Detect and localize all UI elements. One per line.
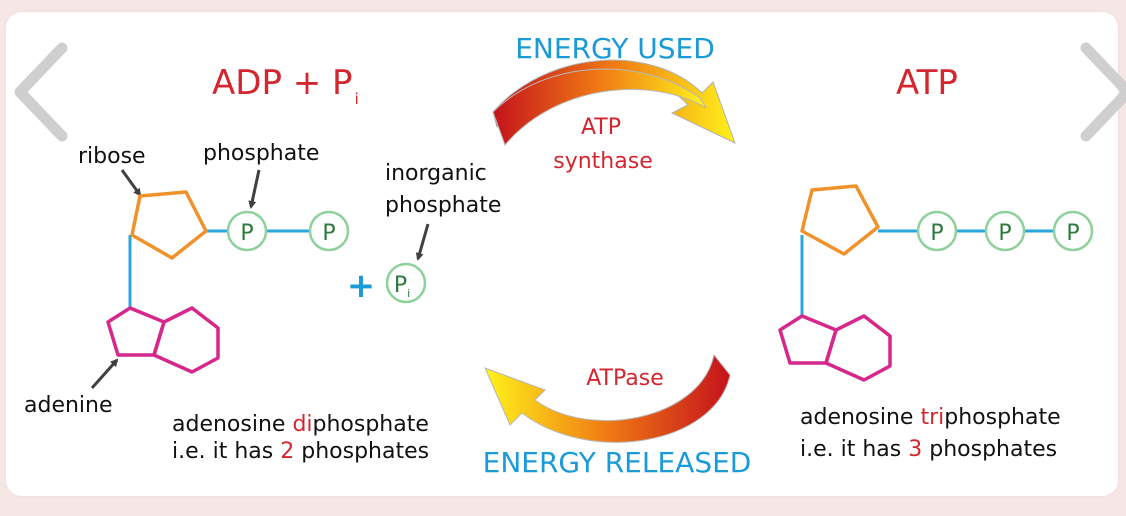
- phosphate-pointer-arrow: [248, 169, 261, 209]
- left-phosphate-2-label: P: [322, 221, 335, 246]
- left-phosphate-2: P: [308, 210, 350, 252]
- right-adenine-rings: [778, 314, 892, 382]
- energy-used-label: ENERGY USED: [515, 32, 715, 65]
- right-caption-line1-post: phosphate: [944, 405, 1060, 430]
- left-caption-line1: adenosine diphosphate: [172, 412, 429, 437]
- label-inorganic-phosphate: phosphate: [385, 193, 501, 218]
- left-caption-line2: i.e. it has 2 phosphates: [172, 439, 429, 464]
- right-ribose-pentagon: [800, 184, 880, 256]
- left-caption-line2-post: phosphates: [294, 439, 429, 464]
- right-caption-line2: i.e. it has 3 phosphates: [800, 437, 1057, 462]
- left-caption-line1-pre: adenosine: [172, 412, 292, 437]
- enzyme-bottom: ATPase: [586, 366, 664, 391]
- label-phosphate: phosphate: [203, 141, 319, 166]
- left-caption-line2-pre: i.e. it has: [172, 439, 280, 464]
- enzyme-top-line2: synthase: [553, 149, 652, 174]
- left-caption-line1-post: phosphate: [313, 412, 429, 437]
- right-caption-line1: adenosine triphosphate: [800, 405, 1061, 430]
- right-title: ATP: [896, 63, 958, 103]
- right-caption-line2-pre: i.e. it has: [800, 437, 908, 462]
- right-caption-line1-highlight: tri: [920, 405, 944, 430]
- inorganic-pointer-arrow: [415, 223, 430, 261]
- left-caption-line2-highlight: 2: [280, 439, 294, 464]
- label-inorganic: inorganic: [385, 161, 487, 186]
- inorganic-phosphate-sub: i: [407, 287, 410, 300]
- energy-released-label: ENERGY RELEASED: [483, 446, 752, 479]
- left-caption-line1-highlight: di: [292, 412, 312, 437]
- right-caption-line2-post: phosphates: [922, 437, 1057, 462]
- inorganic-phosphate-label: Pi: [394, 273, 410, 300]
- ribose-pointer-arrow: [120, 169, 142, 197]
- left-adenine-rings: [106, 306, 220, 374]
- inorganic-phosphate-main: P: [394, 273, 407, 298]
- enzyme-top-line1: ATP: [581, 115, 621, 140]
- inorganic-phosphate-circle: Pi: [385, 262, 427, 304]
- label-ribose: ribose: [78, 144, 146, 169]
- right-phosphate-2: P: [984, 210, 1026, 252]
- left-title-sub: i: [355, 90, 359, 108]
- chevron-right-icon: [1080, 42, 1126, 142]
- left-title-main: ADP + P: [212, 63, 353, 103]
- right-caption-line2-highlight: 3: [908, 437, 922, 462]
- right-phosphate-1: P: [916, 210, 958, 252]
- next-button[interactable]: [1080, 42, 1126, 142]
- top-arrow-body: [492, 68, 707, 146]
- right-phosphate-3: P: [1052, 210, 1094, 252]
- left-phosphate-1: P: [226, 210, 268, 252]
- plus-sign: +: [347, 266, 376, 306]
- bottom-curved-arrow: [484, 353, 731, 443]
- right-phosphate-3-label: P: [1066, 221, 1079, 246]
- label-adenine: adenine: [24, 393, 113, 418]
- adenine-pointer-arrow: [90, 358, 119, 389]
- chevron-left-icon: [14, 42, 68, 142]
- right-phosphate-2-label: P: [998, 221, 1011, 246]
- right-caption-line1-pre: adenosine: [800, 405, 920, 430]
- prev-button[interactable]: [14, 42, 68, 142]
- left-ribose-pentagon: [130, 190, 208, 260]
- left-phosphate-1-label: P: [240, 221, 253, 246]
- right-phosphate-1-label: P: [930, 221, 943, 246]
